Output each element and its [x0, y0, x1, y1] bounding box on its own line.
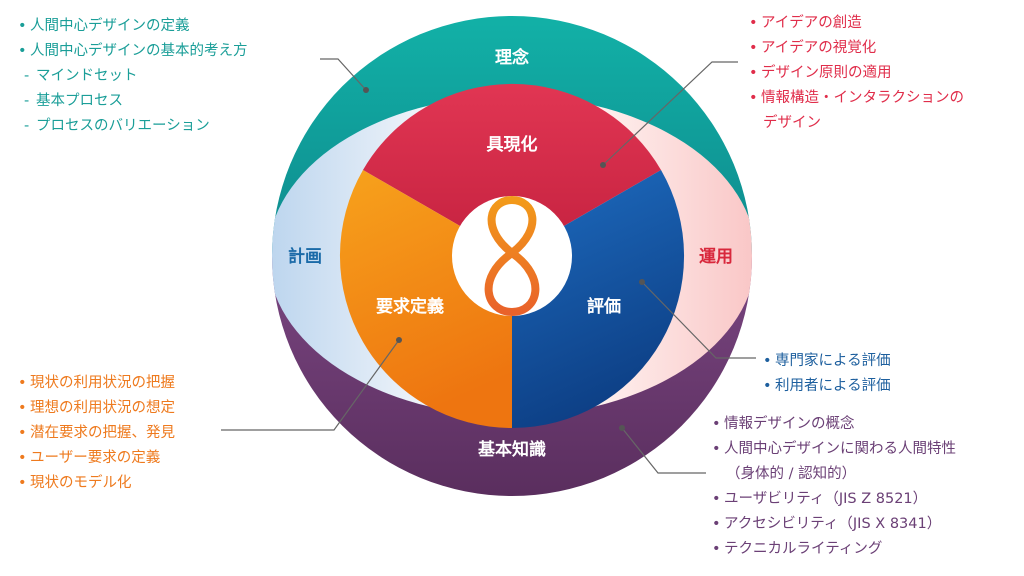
list-item: •アイデアの創造: [749, 11, 964, 36]
bullet-icon: •: [763, 378, 772, 394]
bullet-icon: •: [712, 416, 721, 432]
knowledge-list: •情報デザインの概念•人間中心デザインに関わる人間特性（身体的 / 認知的）•ユ…: [712, 412, 956, 562]
list-item-text: アイデアの視覚化: [761, 40, 877, 56]
list-item-text: 理想の利用状況の想定: [30, 400, 175, 416]
bullet-icon: •: [712, 441, 721, 457]
list-item: •情報デザインの概念: [712, 412, 956, 437]
embodiment-list: •アイデアの創造•アイデアの視覚化•デザイン原則の適用•情報構造・インタラクショ…: [749, 11, 964, 136]
bullet-icon: •: [18, 375, 27, 391]
bullet-icon: •: [749, 40, 758, 56]
list-item-text: 潜在要求の把握、発見: [30, 425, 175, 441]
list-item-text: 現状のモデル化: [30, 475, 132, 491]
leader-dot: [600, 162, 606, 168]
label-concept: 理念: [495, 47, 529, 68]
bullet-icon: •: [18, 475, 27, 491]
bullet-icon: •: [18, 450, 27, 466]
list-item: •現状のモデル化: [18, 471, 175, 496]
leader-knowledge: [621, 427, 706, 474]
leader-dot: [619, 425, 625, 431]
leader-embodiment: [602, 61, 738, 166]
leader-lines: [221, 58, 756, 474]
list-item: •潜在要求の把握、発見: [18, 421, 175, 446]
dash-icon: -: [24, 68, 30, 84]
leader-dot: [396, 337, 402, 343]
list-item-text: 専門家による評価: [775, 353, 891, 369]
list-item-text: （身体的 / 認知的）: [726, 466, 857, 482]
infinity-eight-icon: [484, 195, 540, 317]
list-item-text: デザイン: [763, 115, 821, 131]
evaluation-list: •専門家による評価•利用者による評価: [763, 349, 891, 399]
list-item: •ユーザー要求の定義: [18, 446, 175, 471]
sector-embodiment: [363, 83, 661, 256]
list-item: •テクニカルライティング: [712, 537, 956, 562]
leader-concept: [320, 58, 367, 91]
list-item-text: 基本プロセス: [36, 93, 123, 109]
list-item-text: プロセスのバリエーション: [36, 118, 210, 134]
list-item: •情報構造・インタラクションの: [749, 86, 964, 111]
leader-dot: [639, 279, 645, 285]
bullet-icon: •: [712, 491, 721, 507]
list-item-text: マインドセット: [36, 68, 138, 84]
list-item: （身体的 / 認知的）: [712, 462, 956, 487]
list-item: -マインドセット: [18, 64, 248, 89]
bullet-icon: •: [712, 541, 721, 557]
list-item-text: 現状の利用状況の把握: [30, 375, 175, 391]
bullet-icon: •: [749, 90, 758, 106]
label-operation: 運用: [699, 247, 733, 267]
dash-icon: -: [24, 93, 30, 109]
list-item: •人間中心デザインの基本的考え方: [18, 39, 248, 64]
list-item-text: ユーザビリティ（JIS Z 8521）: [724, 491, 928, 507]
list-item-text: 人間中心デザインに関わる人間特性: [724, 441, 956, 457]
list-item-text: 情報デザインの概念: [724, 416, 855, 432]
leader-evaluation: [641, 281, 756, 359]
list-item-text: ユーザー要求の定義: [30, 450, 161, 466]
bullet-icon: •: [18, 400, 27, 416]
list-item: デザイン: [749, 111, 964, 136]
bullet-icon: •: [18, 43, 27, 59]
bullet-icon: •: [763, 353, 772, 369]
list-item: •専門家による評価: [763, 349, 891, 374]
list-item-text: 情報構造・インタラクションの: [761, 90, 964, 106]
concept-list: •人間中心デザインの定義•人間中心デザインの基本的考え方-マインドセット-基本プ…: [18, 14, 248, 139]
list-item-text: 人間中心デザインの定義: [30, 18, 190, 34]
label-knowledge: 基本知識: [477, 439, 546, 460]
list-item: •アクセシビリティ（JIS X 8341）: [712, 512, 956, 537]
leader-dot: [363, 87, 369, 93]
leader-dots: [363, 87, 645, 431]
list-item: •アイデアの視覚化: [749, 36, 964, 61]
bullet-icon: •: [18, 18, 27, 34]
dash-icon: -: [24, 118, 30, 134]
list-item: •デザイン原則の適用: [749, 61, 964, 86]
bullet-icon: •: [712, 516, 721, 532]
leader-requirements: [221, 339, 400, 431]
list-item: -基本プロセス: [18, 89, 248, 114]
list-item: •利用者による評価: [763, 374, 891, 399]
list-item: •理想の利用状況の想定: [18, 396, 175, 421]
list-item-text: 利用者による評価: [775, 378, 891, 394]
list-item-text: テクニカルライティング: [724, 541, 883, 557]
list-item-text: デザイン原則の適用: [761, 65, 892, 81]
list-item: •人間中心デザインに関わる人間特性: [712, 437, 956, 462]
list-item: •現状の利用状況の把握: [18, 371, 175, 396]
requirements-list: •現状の利用状況の把握•理想の利用状況の想定•潜在要求の把握、発見•ユーザー要求…: [18, 371, 175, 496]
list-item-text: 人間中心デザインの基本的考え方: [30, 43, 248, 59]
list-item: -プロセスのバリエーション: [18, 114, 248, 139]
label-embodiment: 具現化: [486, 134, 538, 155]
label-requirements: 要求定義: [376, 296, 444, 317]
label-plan: 計画: [288, 246, 322, 267]
list-item: •人間中心デザインの定義: [18, 14, 248, 39]
list-item-text: アクセシビリティ（JIS X 8341）: [724, 516, 942, 532]
list-item: •ユーザビリティ（JIS Z 8521）: [712, 487, 956, 512]
bullet-icon: •: [18, 425, 27, 441]
bullet-icon: •: [749, 65, 758, 81]
list-item-text: アイデアの創造: [761, 15, 862, 31]
bullet-icon: •: [749, 15, 758, 31]
label-evaluation: 評価: [587, 296, 621, 317]
